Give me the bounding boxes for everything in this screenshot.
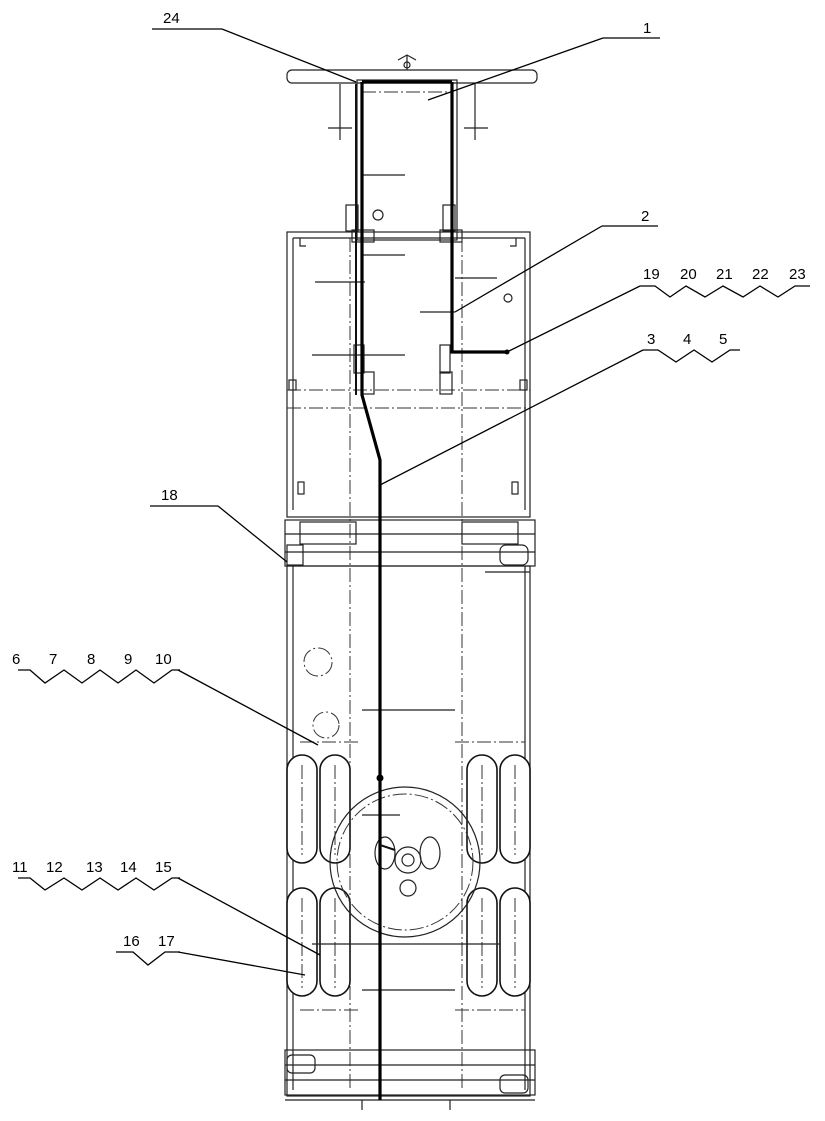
turntable: [312, 786, 500, 945]
callout-label-4: 4: [683, 331, 691, 348]
pipeline-right: [450, 82, 507, 354]
callout-label-14: 14: [120, 859, 137, 876]
callout-label-5: 5: [719, 331, 727, 348]
callout-11-15: 11 12 13 14 15: [12, 859, 321, 956]
callout-label-17: 17: [158, 933, 175, 950]
pipeline-main-left: [360, 82, 382, 1100]
callout-label-3: 3: [647, 331, 655, 348]
callout-label-8: 8: [87, 651, 95, 668]
callout-6-10: 6 7 8 9 10: [12, 651, 319, 746]
callout-label-19: 19: [643, 266, 660, 283]
drawbar-assembly: [286, 54, 538, 256]
callout-label-2: 2: [641, 208, 649, 225]
callout-label-7: 7: [49, 651, 57, 668]
callout-label-12: 12: [46, 859, 63, 876]
callout-label-23: 23: [789, 266, 806, 283]
callout-label-10: 10: [155, 651, 172, 668]
callout-label-11: 11: [12, 859, 28, 876]
callout-16-17: 16 17: [116, 933, 306, 976]
callout-label-21: 21: [716, 266, 733, 283]
callout-24: 24: [152, 10, 357, 83]
callout-label-20: 20: [680, 266, 697, 283]
callout-label-18: 18: [161, 487, 178, 504]
middle-cross-beam: [284, 519, 536, 573]
callout-label-6: 6: [12, 651, 20, 668]
callout-label-1: 1: [643, 20, 651, 37]
callout-label-9: 9: [124, 651, 132, 668]
callout-label-24: 24: [163, 10, 180, 27]
callout-18: 18: [150, 487, 288, 563]
callout-3-5: 3 4 5: [379, 331, 740, 486]
callout-label-16: 16: [123, 933, 140, 950]
brake-pipeline: [355, 80, 510, 1100]
pipe-junction: [376, 774, 384, 782]
callout-19-23: 19 20 21 22 23: [506, 266, 810, 353]
callout-label-15: 15: [155, 859, 172, 876]
callout-label-13: 13: [86, 859, 103, 876]
wheel-set: [286, 754, 531, 997]
callout-1: 1: [427, 20, 660, 101]
callout-label-22: 22: [752, 266, 769, 283]
callout-2: 2: [454, 208, 658, 313]
